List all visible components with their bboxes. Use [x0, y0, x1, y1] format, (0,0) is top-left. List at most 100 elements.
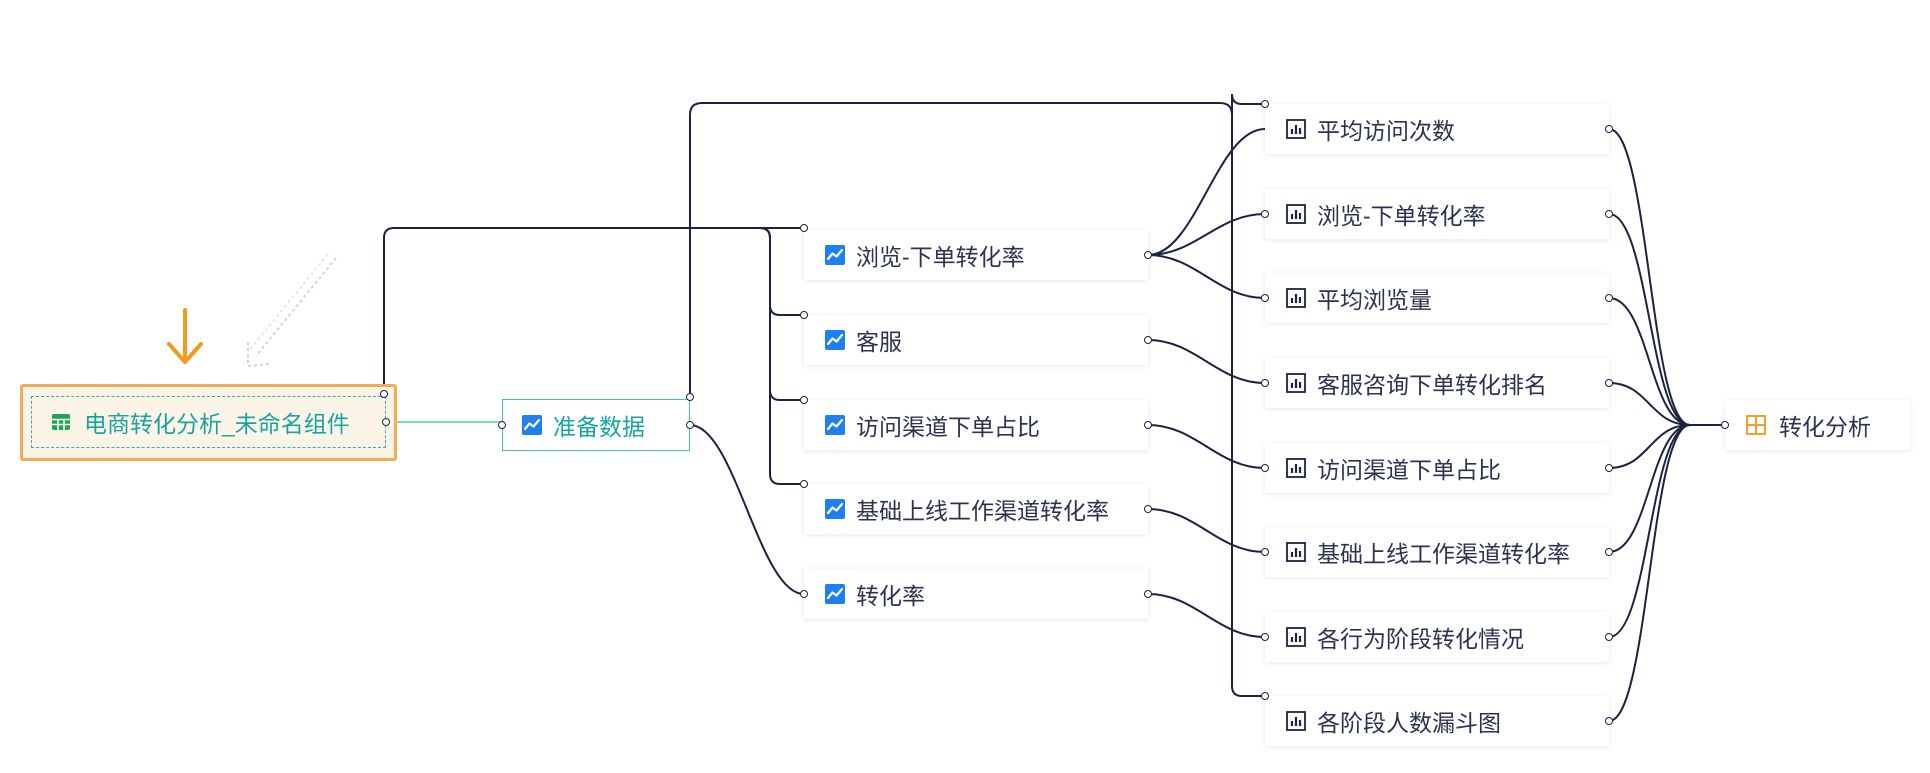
- edge-r3-target: [1608, 382, 1691, 426]
- edge-prep-r7: [1231, 94, 1265, 697]
- right-input-port[interactable]: [1260, 691, 1269, 700]
- edge-m1-r3: [1147, 339, 1266, 384]
- middle-node-label: 访问渠道下单占比: [856, 414, 1040, 440]
- right-node-base-channel-rate[interactable]: 基础上线工作渠道转化率: [1265, 527, 1609, 577]
- edge-source-m1: [759, 227, 804, 316]
- right-output-port[interactable]: [1604, 209, 1613, 218]
- right-input-port[interactable]: [1260, 99, 1269, 108]
- right-node-label: 平均浏览量: [1317, 287, 1432, 313]
- edge-m0-r0: [1147, 128, 1266, 256]
- bar-chart-icon: [1285, 541, 1307, 563]
- middle-node-view-order-rate[interactable]: 浏览-下单转化率: [804, 230, 1148, 280]
- line-chart-icon: [824, 244, 846, 266]
- right-output-port[interactable]: [1604, 547, 1613, 556]
- line-chart-icon: [521, 414, 543, 436]
- right-node-label: 各阶段人数漏斗图: [1317, 710, 1501, 736]
- prep-top-port[interactable]: [685, 392, 694, 401]
- edge-r4-target: [1608, 424, 1691, 469]
- right-output-port[interactable]: [1604, 632, 1613, 641]
- right-input-port[interactable]: [1260, 463, 1269, 472]
- bar-chart-icon: [1285, 457, 1307, 479]
- edge-prep-r0: [689, 93, 1265, 397]
- middle-input-port[interactable]: [799, 310, 808, 319]
- middle-output-port[interactable]: [1143, 420, 1152, 429]
- right-node-label: 访问渠道下单占比: [1317, 457, 1501, 483]
- edge-source-m3: [759, 227, 804, 485]
- edge-m2-r4: [1147, 424, 1266, 469]
- right-node-stage-conversion[interactable]: 各行为阶段转化情况: [1265, 612, 1609, 662]
- middle-input-port[interactable]: [799, 395, 808, 404]
- source-node[interactable]: 电商转化分析_未命名组件: [31, 396, 386, 448]
- bar-chart-icon: [1285, 626, 1307, 648]
- middle-node-label: 转化率: [856, 583, 925, 609]
- middle-node-channel-order-share[interactable]: 访问渠道下单占比: [804, 400, 1148, 450]
- right-output-port[interactable]: [1604, 293, 1613, 302]
- target-input-port[interactable]: [1720, 420, 1729, 429]
- middle-node-base-channel-rate[interactable]: 基础上线工作渠道转化率: [804, 484, 1148, 534]
- right-node-label: 平均访问次数: [1317, 118, 1455, 144]
- middle-input-port[interactable]: [799, 223, 808, 232]
- source-side-port[interactable]: [381, 417, 390, 426]
- right-node-avg-pageviews[interactable]: 平均浏览量: [1265, 273, 1609, 323]
- table-icon: [50, 411, 72, 433]
- right-node-avg-visits[interactable]: 平均访问次数: [1265, 104, 1609, 154]
- target-node-conversion-analysis[interactable]: 转化分析: [1725, 400, 1910, 450]
- prep-data-node-label: 准备数据: [553, 414, 645, 440]
- bar-chart-icon: [1285, 372, 1307, 394]
- line-chart-icon: [824, 498, 846, 520]
- middle-output-port[interactable]: [1143, 589, 1152, 598]
- right-output-port[interactable]: [1604, 463, 1613, 472]
- right-node-label: 各行为阶段转化情况: [1317, 626, 1524, 652]
- dashboard-icon: [1745, 414, 1767, 436]
- target-node-label: 转化分析: [1779, 414, 1871, 440]
- prep-input-port[interactable]: [497, 420, 506, 429]
- right-input-port[interactable]: [1260, 378, 1269, 387]
- line-chart-icon: [824, 414, 846, 436]
- edge-m0-r1: [1147, 213, 1266, 256]
- edge-r2-target: [1608, 297, 1691, 426]
- right-node-view-order-rate[interactable]: 浏览-下单转化率: [1265, 189, 1609, 239]
- bar-chart-icon: [1285, 118, 1307, 140]
- source-output-port[interactable]: [379, 389, 388, 398]
- bar-chart-icon: [1285, 287, 1307, 309]
- prep-data-node[interactable]: 准备数据: [502, 399, 690, 451]
- middle-output-port[interactable]: [1143, 335, 1152, 344]
- right-output-port[interactable]: [1604, 716, 1613, 725]
- right-node-channel-order-share[interactable]: 访问渠道下单占比: [1265, 443, 1609, 493]
- edge-r0-target: [1608, 128, 1691, 426]
- right-output-port[interactable]: [1604, 378, 1613, 387]
- right-node-label: 基础上线工作渠道转化率: [1317, 541, 1570, 567]
- drop-indicator-arrow-icon: [167, 308, 203, 364]
- bar-chart-icon: [1285, 710, 1307, 732]
- edge-m0-r2: [1147, 254, 1266, 299]
- middle-node-customer-service[interactable]: 客服: [804, 315, 1148, 365]
- right-output-port[interactable]: [1604, 124, 1613, 133]
- source-node-label: 电商转化分析_未命名组件: [84, 411, 350, 437]
- edge-r5-target: [1608, 424, 1691, 553]
- drag-ghost-arrow-icon: [247, 253, 337, 368]
- middle-node-label: 基础上线工作渠道转化率: [856, 498, 1109, 524]
- middle-node-label: 客服: [856, 329, 902, 355]
- line-chart-icon: [824, 583, 846, 605]
- middle-input-port[interactable]: [799, 589, 808, 598]
- right-input-port[interactable]: [1260, 209, 1269, 218]
- middle-input-port[interactable]: [799, 479, 808, 488]
- edge-r6-target: [1608, 424, 1691, 638]
- middle-node-label: 浏览-下单转化率: [856, 244, 1025, 270]
- right-input-port[interactable]: [1260, 293, 1269, 302]
- middle-output-port[interactable]: [1143, 504, 1152, 513]
- edge-m4-r6: [1147, 593, 1266, 638]
- right-node-label: 浏览-下单转化率: [1317, 203, 1486, 229]
- middle-node-conversion-rate[interactable]: 转化率: [804, 569, 1148, 619]
- edge-m3-r5: [1147, 508, 1266, 553]
- middle-output-port[interactable]: [1143, 250, 1152, 259]
- edge-source-m0: [383, 227, 804, 394]
- bar-chart-icon: [1285, 203, 1307, 225]
- right-input-port[interactable]: [1260, 632, 1269, 641]
- right-node-service-order-rank[interactable]: 客服咨询下单转化排名: [1265, 358, 1609, 408]
- prep-output-port[interactable]: [685, 420, 694, 429]
- edge-prep-m4: [689, 424, 805, 595]
- right-node-stage-funnel[interactable]: 各阶段人数漏斗图: [1265, 696, 1609, 746]
- right-input-port[interactable]: [1260, 547, 1269, 556]
- line-chart-icon: [824, 329, 846, 351]
